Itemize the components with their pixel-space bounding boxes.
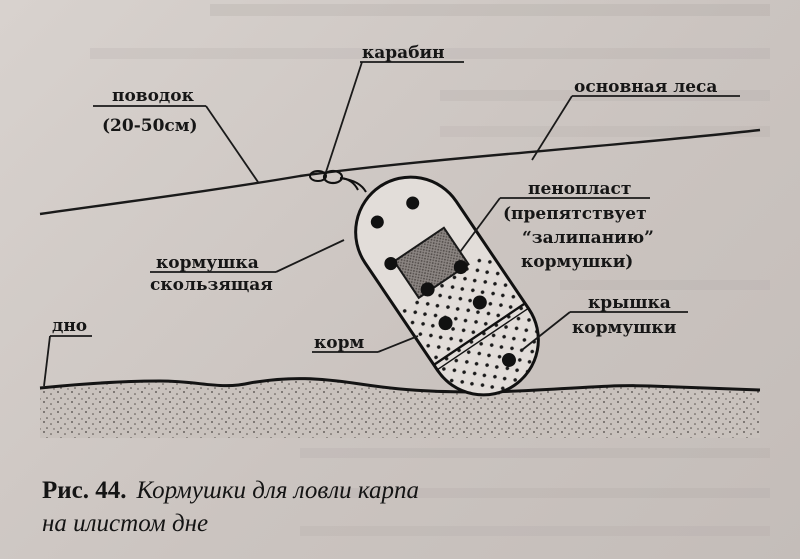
caption-line-1: Кормушки для ловли карпа bbox=[136, 477, 419, 504]
label-foam-note-1: (препятствует bbox=[503, 204, 647, 224]
silty-bottom bbox=[39, 377, 761, 438]
label-foam-note-2: “залипанию” bbox=[522, 228, 654, 248]
label-leader: поводок bbox=[112, 86, 195, 106]
label-bait: корм bbox=[314, 333, 365, 353]
svg-text:Рис. 44. Кормушки для ло: Рис. 44. Кормушки для ловли карпа bbox=[42, 477, 419, 504]
caption-number: Рис. 44. bbox=[42, 477, 127, 504]
sliding-feeder bbox=[334, 155, 560, 417]
label-leader-length: (20-50см) bbox=[102, 116, 198, 136]
label-foam-note-3: кормушки) bbox=[521, 252, 633, 272]
callout-lines bbox=[43, 61, 740, 387]
label-lid-2: кормушки bbox=[572, 318, 677, 338]
label-lid-1: крышка bbox=[588, 293, 671, 313]
caption-line-2: на илистом дне bbox=[42, 510, 208, 537]
lid-divider bbox=[433, 302, 526, 366]
label-feeder-1: кормушка bbox=[156, 253, 259, 273]
label-carabiner: карабин bbox=[362, 43, 445, 63]
label-bottom: дно bbox=[52, 316, 87, 336]
label-feeder-2: скользящая bbox=[150, 275, 273, 295]
figure-caption: Рис. 44. Кормушки для ловли карпа на или… bbox=[42, 477, 419, 537]
label-foam: пенопласт bbox=[528, 179, 631, 199]
label-main-line: основная леса bbox=[574, 77, 717, 97]
